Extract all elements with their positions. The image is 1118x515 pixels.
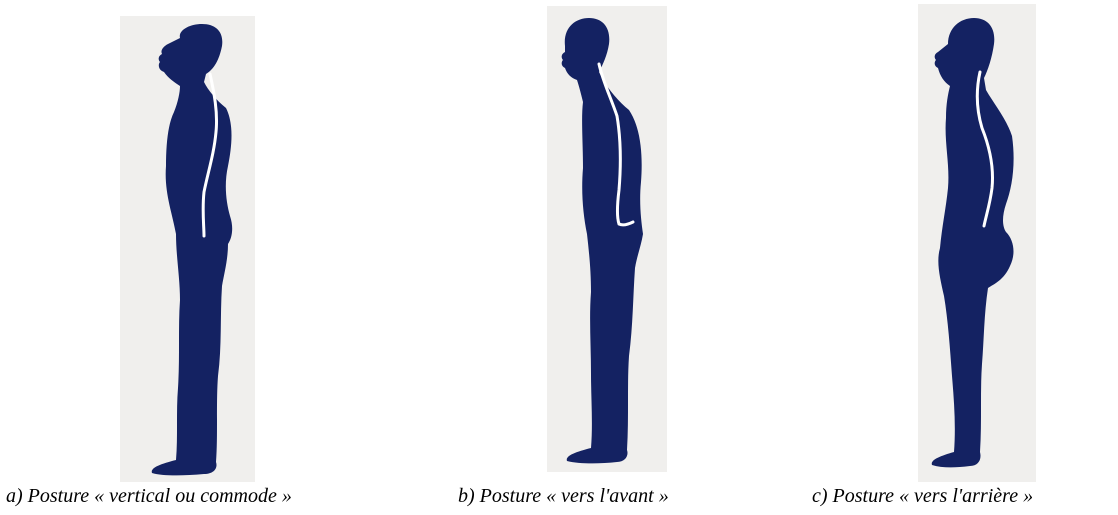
figure-posture-vertical: a) Posture « vertical ou commode » — [0, 0, 300, 515]
caption-figure-c: c) Posture « vers l'arrière » — [812, 484, 1033, 508]
caption-figure-a: a) Posture « vertical ou commode » — [6, 484, 292, 508]
standing-silhouette-icon — [562, 18, 643, 463]
standing-silhouette-icon — [152, 24, 232, 475]
silhouette-illustration — [918, 4, 1036, 482]
figure-posture-backward: c) Posture « vers l'arrière » — [800, 0, 1100, 515]
posture-panel — [918, 4, 1036, 482]
standing-silhouette-icon — [932, 18, 1014, 467]
figure-posture-forward: b) Posture « vers l'avant » — [440, 0, 740, 515]
silhouette-illustration — [120, 16, 255, 482]
caption-figure-b: b) Posture « vers l'avant » — [458, 484, 669, 508]
posture-panel — [547, 6, 667, 472]
posture-panel — [120, 16, 255, 482]
silhouette-illustration — [547, 6, 667, 472]
